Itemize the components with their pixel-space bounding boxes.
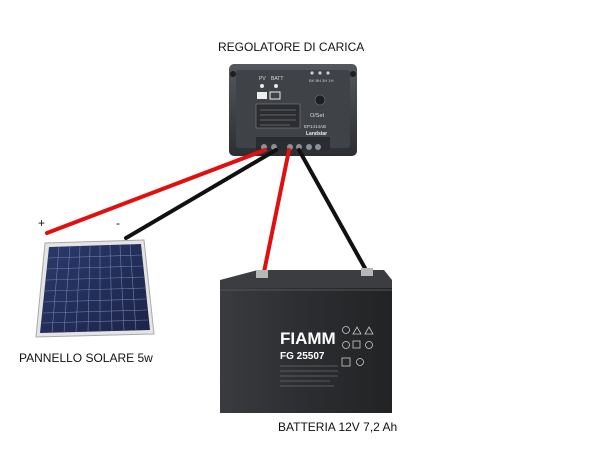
set-button[interactable] (314, 94, 326, 106)
charge-controller: PV BATT BK BH 3H 1H O/Set EP1414AB Lands… (229, 64, 357, 156)
panel-negative-wire (124, 148, 278, 240)
battery-negative-wire (297, 148, 368, 272)
battery-brand: FIAMM (280, 329, 336, 348)
set-label: O/Set (310, 113, 325, 119)
battery-warning-icons (341, 326, 374, 367)
battery-title: BATTERIA 12V 7,2 Ah (278, 420, 398, 434)
batt-label: BATT (271, 76, 283, 82)
battery-icon (269, 91, 281, 100)
battery-positive-wire (262, 148, 291, 274)
panel-positive-sign: + (38, 216, 46, 230)
battery: FIAMM FG 25507 (220, 268, 392, 413)
battery-model: FG 25507 (280, 351, 325, 362)
pv-icon (257, 92, 267, 99)
battery-positive-terminal (256, 270, 268, 278)
model-label: EP1414AB (304, 124, 326, 129)
pv-label: PV (259, 76, 266, 82)
panel-title: PANNELLO SOLARE 5w (19, 351, 153, 365)
panel-positive-wire (45, 148, 267, 235)
panel-negative-sign: - (116, 216, 120, 230)
indicator-labels: BK BH 3H 1H (309, 78, 334, 83)
wires (45, 148, 368, 274)
brand-label: Landstar (306, 131, 327, 137)
controller-title: REGOLATORE DI CARICA (218, 40, 365, 54)
battery-negative-terminal (361, 268, 373, 276)
solar-panel (35, 239, 155, 338)
